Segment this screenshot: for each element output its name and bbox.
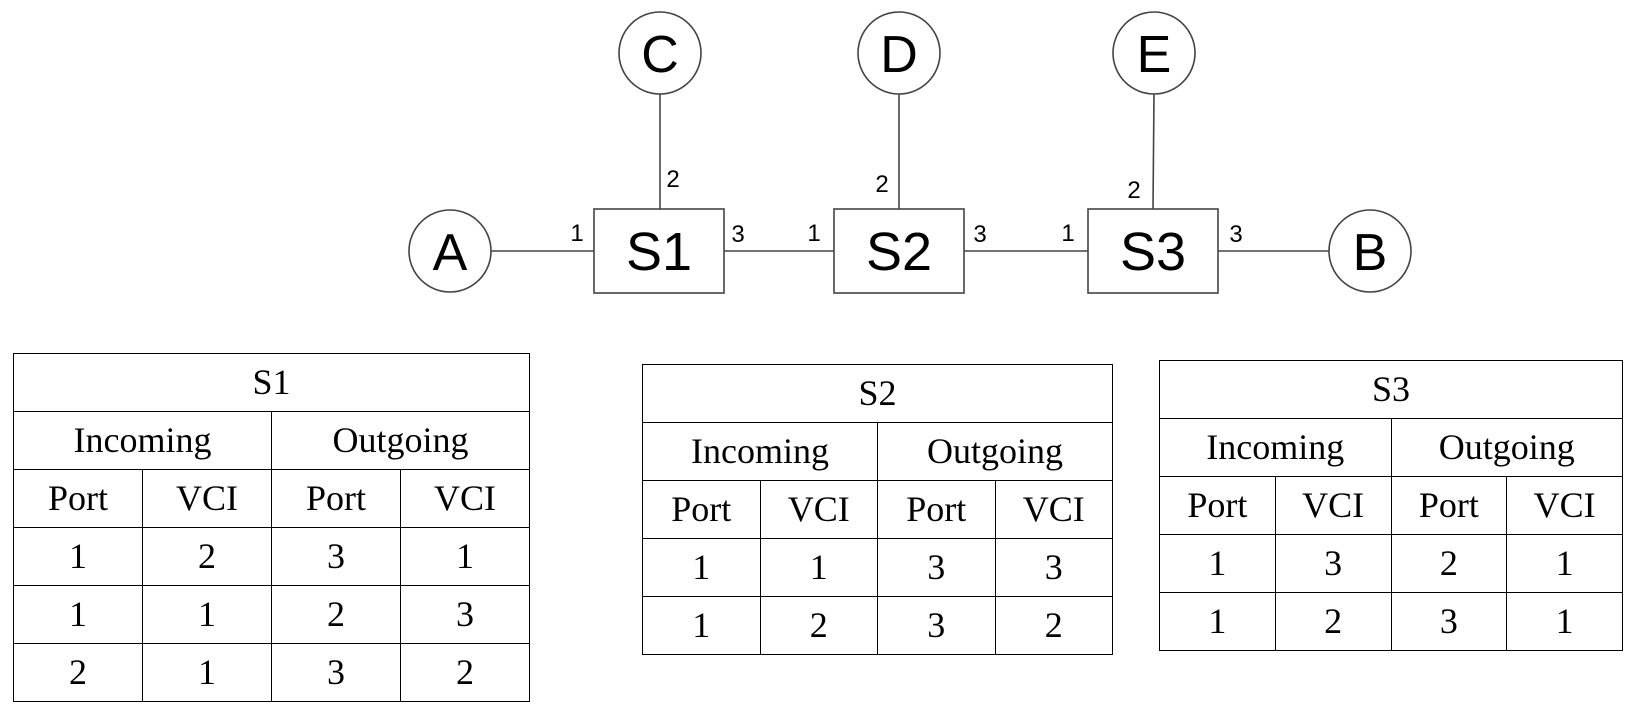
table-row: 1 2 3 2	[642, 596, 1113, 655]
table-cell: 3	[877, 538, 996, 597]
table-row: 1 3 2 1	[1159, 534, 1623, 593]
table-row: 1 1 3 3	[642, 538, 1113, 597]
column-header-row: Port VCI Port VCI	[642, 480, 1113, 539]
column-header: VCI	[400, 469, 530, 528]
network-diagram: A B C D E S1 S2 S3 1 2 3 1 2 3 1 2 3	[408, 11, 1412, 294]
table-cell: 2	[759, 596, 878, 655]
s3-port-2-label: 2	[1127, 177, 1140, 204]
table-row: 1 2 3 1	[1159, 592, 1623, 651]
table-cell: 3	[271, 527, 401, 586]
table-title: S1	[13, 353, 530, 412]
host-a-label: A	[433, 224, 468, 282]
table-cell: 2	[1274, 592, 1392, 651]
s1-port-2-label: 2	[666, 166, 679, 193]
host-e-label: E	[1137, 26, 1172, 84]
switch-s1-label: S1	[626, 222, 692, 282]
table-row: 1 2 3 1	[13, 527, 530, 586]
outgoing-header: Outgoing	[271, 411, 530, 470]
table-cell: 1	[13, 585, 143, 644]
host-e-node	[1112, 11, 1196, 95]
column-header: Port	[877, 480, 996, 539]
incoming-header: Incoming	[642, 422, 878, 481]
host-c-label: C	[641, 26, 679, 84]
column-header: Port	[1159, 476, 1276, 535]
column-header: VCI	[1506, 476, 1623, 535]
incoming-header: Incoming	[1159, 418, 1392, 477]
incoming-header: Incoming	[13, 411, 272, 470]
column-header: Port	[642, 480, 761, 539]
table-cell: 3	[271, 643, 401, 702]
column-header-row: Port VCI Port VCI	[13, 469, 530, 528]
table-title-row: S2	[642, 364, 1113, 423]
s1-port-3-label: 3	[731, 221, 744, 248]
table-cell: 2	[142, 527, 272, 586]
column-header: VCI	[994, 480, 1113, 539]
column-header-row: Port VCI Port VCI	[1159, 476, 1623, 535]
switch-s2-label: S2	[866, 222, 932, 282]
vc-table-s3: S3 Incoming Outgoing Port VCI Port VCI 1…	[1159, 360, 1623, 651]
table-cell: 1	[642, 538, 761, 597]
table-cell: 1	[142, 643, 272, 702]
column-header: Port	[13, 469, 143, 528]
table-cell: 1	[1159, 592, 1276, 651]
column-header: VCI	[1274, 476, 1392, 535]
switch-s3-box	[1087, 208, 1219, 294]
group-header-row: Incoming Outgoing	[642, 422, 1113, 481]
table-cell: 3	[1390, 592, 1508, 651]
table-cell: 1	[142, 585, 272, 644]
table-title-row: S1	[13, 353, 530, 412]
host-b-node	[1328, 209, 1412, 293]
table-cell: 1	[759, 538, 878, 597]
table-cell: 1	[400, 527, 530, 586]
host-a-node	[408, 209, 492, 293]
column-header: VCI	[142, 469, 272, 528]
column-header: Port	[1390, 476, 1508, 535]
table-cell: 1	[1159, 534, 1276, 593]
table-row: 2 1 3 2	[13, 643, 530, 702]
column-header: Port	[271, 469, 401, 528]
table-cell: 3	[1274, 534, 1392, 593]
table-cell: 2	[271, 585, 401, 644]
s2-port-1-label: 1	[807, 220, 820, 247]
switch-s2-box	[833, 208, 965, 294]
table-cell: 2	[1390, 534, 1508, 593]
table-cell: 2	[13, 643, 143, 702]
outgoing-header: Outgoing	[877, 422, 1113, 481]
table-cell: 1	[1506, 534, 1623, 593]
table-cell: 3	[877, 596, 996, 655]
host-d-node	[857, 11, 941, 95]
s2-port-2-label: 2	[875, 171, 888, 198]
table-cell: 1	[13, 527, 143, 586]
table-cell: 2	[400, 643, 530, 702]
table-cell: 1	[1506, 592, 1623, 651]
link-e-s3	[1152, 93, 1155, 210]
group-header-row: Incoming Outgoing	[1159, 418, 1623, 477]
group-header-row: Incoming Outgoing	[13, 411, 530, 470]
outgoing-header: Outgoing	[1390, 418, 1623, 477]
table-title-row: S3	[1159, 360, 1623, 419]
table-cell: 1	[642, 596, 761, 655]
host-c-node	[618, 11, 702, 95]
column-header: VCI	[759, 480, 878, 539]
table-title: S3	[1159, 360, 1623, 419]
table-title: S2	[642, 364, 1113, 423]
table-row: 1 1 2 3	[13, 585, 530, 644]
vc-table-s1: S1 Incoming Outgoing Port VCI Port VCI 1…	[13, 353, 530, 702]
s2-port-3-label: 3	[973, 221, 986, 248]
s1-port-1-label: 1	[570, 220, 583, 247]
table-cell: 3	[994, 538, 1113, 597]
table-cell: 3	[400, 585, 530, 644]
host-d-label: D	[880, 26, 918, 84]
switch-s1-box	[593, 208, 725, 294]
host-b-label: B	[1353, 224, 1388, 282]
switch-s3-label: S3	[1120, 222, 1186, 282]
s3-port-1-label: 1	[1061, 220, 1074, 247]
table-cell: 2	[994, 596, 1113, 655]
s3-port-3-label: 3	[1229, 221, 1242, 248]
vc-table-s2: S2 Incoming Outgoing Port VCI Port VCI 1…	[642, 364, 1113, 655]
